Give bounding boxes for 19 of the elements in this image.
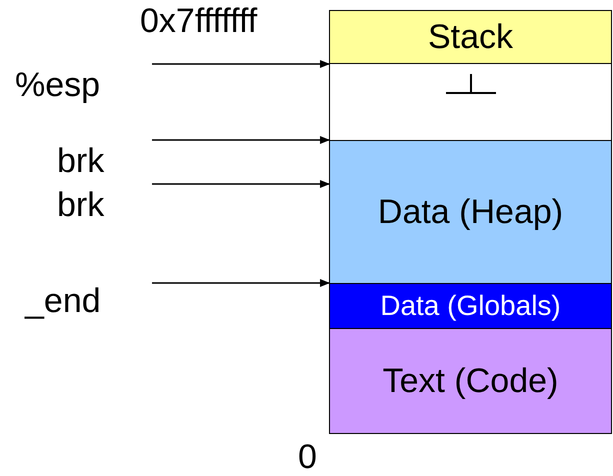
unused-memory-segment: [329, 63, 612, 141]
globals-segment: [329, 283, 612, 329]
segment-label: Data (Heap): [378, 192, 564, 232]
pointer-name: brk: [57, 142, 104, 180]
pointer-name: %esp: [15, 66, 100, 104]
address-label: 0: [298, 438, 317, 476]
segment-label: Text (Code): [382, 362, 558, 400]
arrow: [152, 136, 330, 144]
arrow: [152, 60, 330, 68]
pointer-name: brk: [57, 186, 104, 224]
address-label: 0x7fffffff: [140, 2, 258, 40]
heap-segment: [329, 140, 612, 284]
pointer-name: _end: [25, 282, 101, 320]
code-segment: [329, 328, 612, 434]
arrow: [152, 279, 330, 287]
segment-label: Data (Globals): [380, 290, 561, 322]
segment-label: Stack: [428, 18, 514, 56]
arrow: [152, 180, 330, 188]
stack-segment: [329, 10, 612, 64]
